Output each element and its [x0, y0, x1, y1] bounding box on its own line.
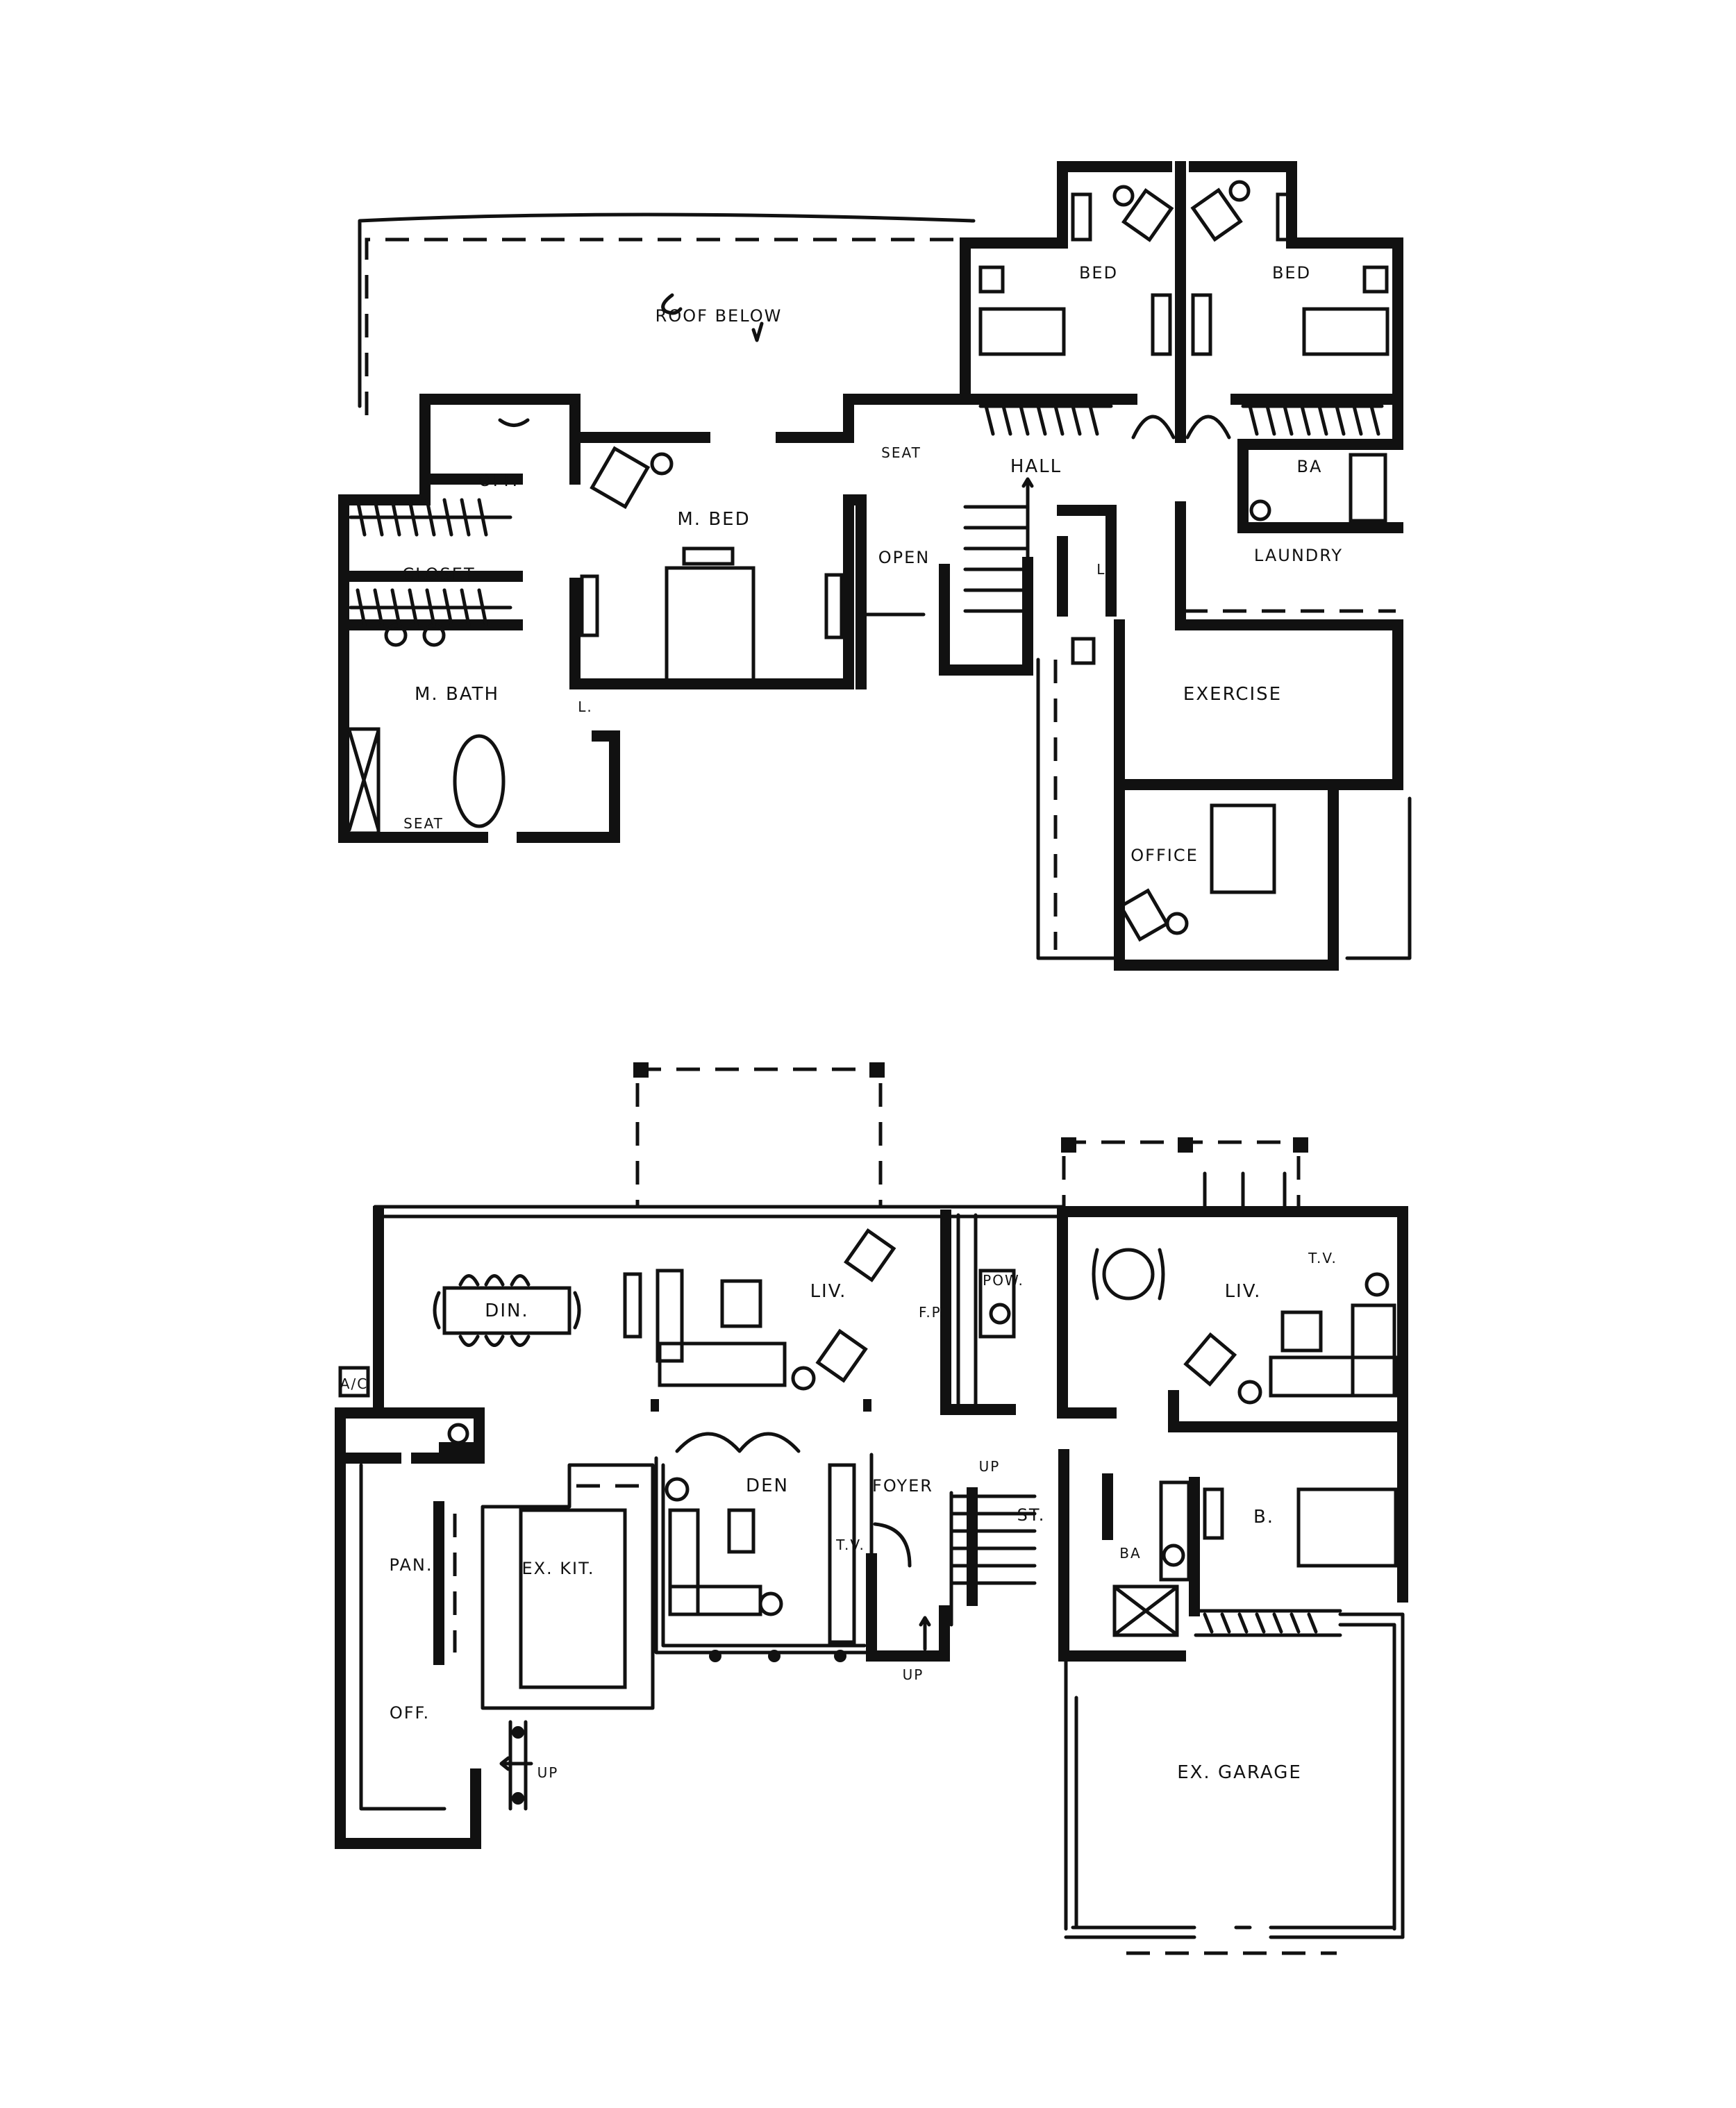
room-label-master-bed: M. BED	[677, 509, 751, 530]
room-label-bed-2: BED	[1271, 263, 1312, 283]
room-label-bed-1: BED	[1078, 263, 1119, 283]
room-label-up-side: UP	[537, 1764, 559, 1781]
room-label-ac: A/C	[340, 1375, 369, 1392]
room-label-linen-2: L.	[1096, 561, 1112, 578]
room-label-up-entry: UP	[902, 1666, 924, 1683]
lower-floor-plan	[335, 1062, 1408, 1955]
upper-floor-plan	[338, 161, 1412, 971]
room-label-closet: CLOSET	[402, 564, 476, 584]
room-label-open: OPEN	[878, 548, 930, 567]
room-label-bath: BA	[1296, 457, 1323, 476]
room-label-powder: POW.	[983, 1272, 1024, 1289]
room-label-bath-lower: BA	[1119, 1545, 1142, 1562]
room-label-office-small: OFF.	[478, 471, 519, 490]
roof-below-annotation: ROOF BELOW	[655, 306, 783, 326]
room-label-bath-seat: SEAT	[403, 815, 444, 832]
room-label-hall-seat: SEAT	[881, 444, 921, 461]
room-label-laundry: LAUNDRY	[1253, 546, 1344, 565]
room-label-bedroom: B.	[1253, 1507, 1275, 1528]
room-label-foyer: FOYER	[872, 1476, 933, 1496]
room-label-dining: DIN.	[485, 1300, 529, 1321]
room-label-tv-den: T.V.	[836, 1537, 865, 1553]
room-label-hall: HALL	[1010, 456, 1062, 477]
room-label-kitchen: EX. KIT.	[521, 1559, 595, 1578]
room-label-up-stair: UP	[978, 1458, 1001, 1475]
room-label-storage: ST.	[1017, 1505, 1046, 1525]
room-label-living-east: LIV.	[1224, 1281, 1262, 1302]
room-label-fireplace: F.P.	[919, 1304, 945, 1321]
room-label-tv-east: T.V.	[1308, 1250, 1337, 1266]
room-label-linen-3: L.	[578, 699, 593, 715]
room-label-office-lower: OFF.	[389, 1703, 431, 1723]
room-label-master-bath: M. BATH	[415, 684, 499, 705]
room-label-den: DEN	[746, 1475, 789, 1496]
room-label-office: OFFICE	[1130, 846, 1199, 865]
room-label-exercise: EXERCISE	[1183, 684, 1283, 705]
room-label-pantry: PAN.	[389, 1555, 433, 1575]
room-label-living-main: LIV.	[810, 1281, 847, 1302]
room-label-garage: EX. GARAGE	[1177, 1762, 1302, 1783]
room-label-linen-1: L.	[1096, 502, 1112, 519]
